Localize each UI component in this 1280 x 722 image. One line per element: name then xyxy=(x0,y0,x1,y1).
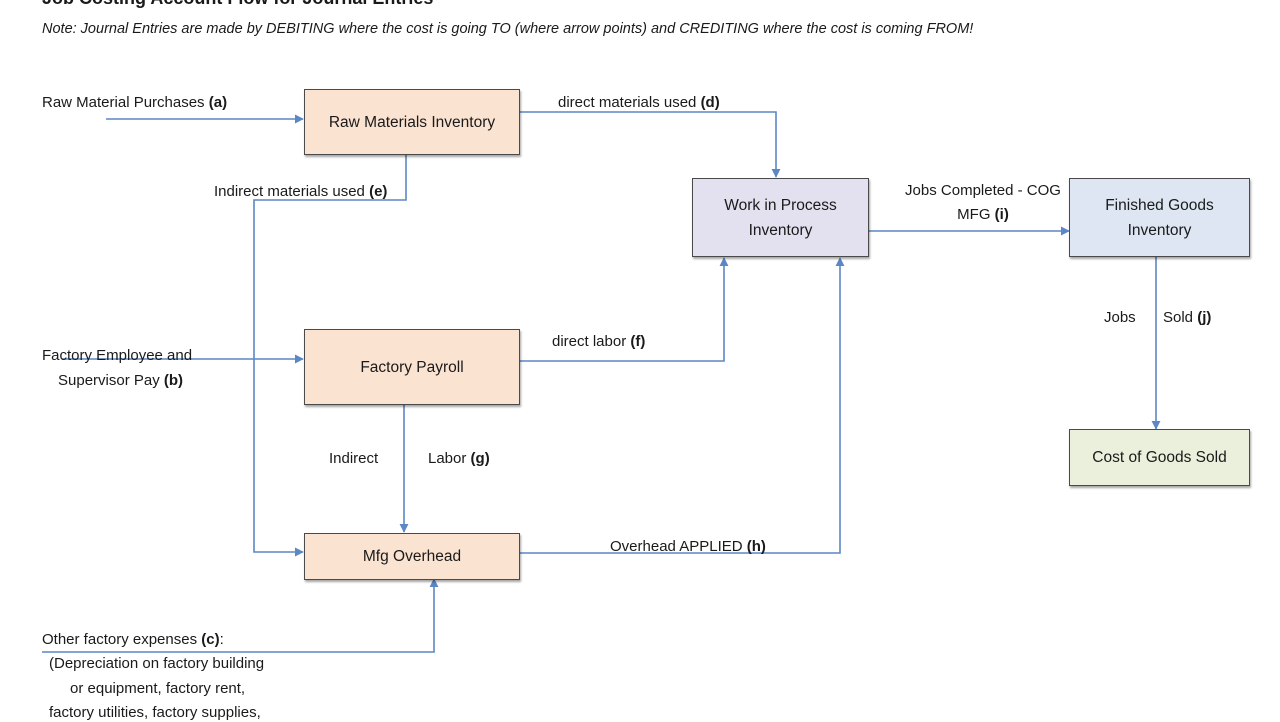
sold-label: Sold (j) xyxy=(1163,309,1212,326)
factory-payroll-label: Factory Payroll xyxy=(360,358,464,376)
wip-label-line2: Inventory xyxy=(748,221,813,239)
mfg-overhead-box: Mfg Overhead xyxy=(304,533,520,580)
other-expenses-detail-line3: factory utilities, factory supplies, xyxy=(49,704,261,721)
finished-goods-box: Finished Goods Inventory xyxy=(1069,178,1250,257)
arrow-direct-materials xyxy=(520,111,781,178)
arrow-overhead-applied xyxy=(520,257,845,554)
finished-goods-label-line1: Finished Goods xyxy=(1105,196,1214,214)
employee-pay-label-line2: Supervisor Pay (b) xyxy=(58,372,184,389)
raw-materials-inventory-label: Raw Materials Inventory xyxy=(328,113,496,131)
journal-note: Note: Journal Entries are made by DEBITI… xyxy=(42,21,974,37)
cost-of-goods-sold-box: Cost of Goods Sold xyxy=(1069,429,1250,486)
jobs-completed-label: Jobs Completed - COG MFG (i) xyxy=(905,182,1061,223)
work-in-process-box: Work in Process Inventory xyxy=(692,178,869,257)
finished-goods-label-line2: Inventory xyxy=(1127,221,1192,239)
indirect-label: Indirect xyxy=(329,450,379,467)
labor-label: Labor (g) xyxy=(428,450,490,467)
diagram-title: Job Costing Account Flow for Journal Ent… xyxy=(42,0,433,8)
arrow-direct-labor xyxy=(520,257,729,362)
arrow-indirect-materials xyxy=(253,154,407,557)
factory-payroll-box: Factory Payroll xyxy=(304,329,520,405)
raw-material-purchases-label: Raw Material Purchases (a) xyxy=(42,94,228,111)
employee-pay-label-line1: Factory Employee and xyxy=(42,347,193,364)
jobs-label: Jobs xyxy=(1104,309,1136,326)
raw-materials-inventory-box: Raw Materials Inventory xyxy=(304,89,520,155)
wip-label-line1: Work in Process xyxy=(724,196,837,214)
other-factory-expenses-label: Other factory expenses (c): xyxy=(42,631,224,648)
indirect-materials-label: Indirect materials used (e) xyxy=(214,183,388,200)
direct-materials-label: direct materials used (d) xyxy=(558,94,720,111)
overhead-applied-label: Overhead APPLIED (h) xyxy=(610,538,766,555)
direct-labor-label: direct labor (f) xyxy=(552,333,646,350)
mfg-overhead-label: Mfg Overhead xyxy=(362,548,462,565)
arrow-other-expenses xyxy=(42,578,439,653)
other-expenses-detail-line2: or equipment, factory rent, xyxy=(70,680,246,697)
other-expenses-detail-line1: (Depreciation on factory building xyxy=(49,655,265,672)
cogs-label: Cost of Goods Sold xyxy=(1092,449,1227,466)
